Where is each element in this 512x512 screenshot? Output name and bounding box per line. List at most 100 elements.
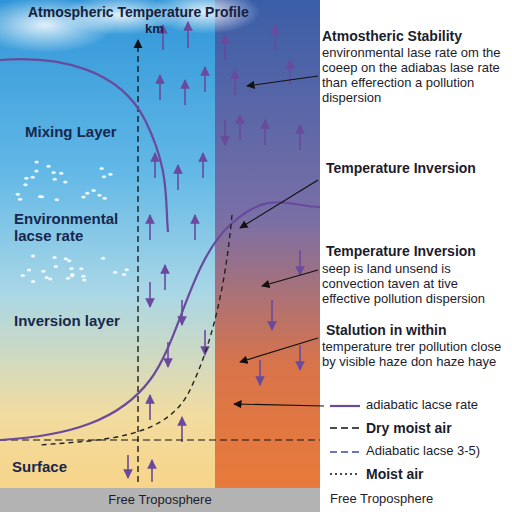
haze-dot bbox=[97, 194, 101, 197]
air-motion-arrow bbox=[264, 120, 266, 145]
air-motion-arrow bbox=[202, 153, 204, 178]
legend-sample-solid bbox=[330, 405, 360, 407]
leader-line bbox=[240, 338, 318, 362]
air-motion-arrow bbox=[234, 70, 236, 95]
air-motion-arrow bbox=[259, 360, 261, 385]
haze-dot bbox=[31, 280, 35, 283]
haze-dot bbox=[21, 274, 25, 277]
haze-dot bbox=[41, 270, 45, 273]
haze-dot bbox=[53, 178, 57, 181]
haze-dot bbox=[54, 265, 58, 268]
layer-name: Environmental lacse rate bbox=[14, 210, 132, 245]
haze-dot bbox=[52, 256, 56, 259]
haze-dot bbox=[44, 276, 48, 279]
region-name: Free Troposphere bbox=[330, 492, 433, 507]
environmental-lapse-curve bbox=[0, 59, 168, 232]
legend-text: Dry moist air bbox=[366, 420, 452, 436]
air-motion-arrow bbox=[299, 345, 301, 370]
haze-dot bbox=[31, 255, 35, 258]
haze-dot bbox=[34, 161, 38, 164]
axis-unit: km bbox=[145, 22, 164, 37]
band-label: Free Troposphere bbox=[108, 493, 211, 508]
haze-dot bbox=[24, 177, 28, 180]
air-motion-arrow bbox=[181, 417, 183, 442]
legend-sample-dashed bbox=[330, 427, 360, 429]
air-motion-arrow bbox=[299, 125, 301, 150]
haze-dot bbox=[59, 172, 63, 175]
air-motion-arrow bbox=[177, 165, 179, 190]
haze-dot bbox=[108, 173, 112, 176]
diagram-title: Atmospheric Temperature Profile bbox=[28, 4, 249, 20]
haze-dot bbox=[30, 176, 34, 179]
layer-name: Mixing Layer bbox=[25, 123, 117, 140]
callout-heading: Stalution in within bbox=[326, 322, 447, 338]
air-motion-arrow bbox=[289, 60, 291, 85]
haze-dot bbox=[16, 193, 20, 196]
leader-line bbox=[234, 404, 324, 406]
moist-air-curve bbox=[40, 215, 232, 445]
haze-dot bbox=[101, 257, 105, 260]
callout-body: environmental lase rate om the coeep on … bbox=[322, 46, 508, 106]
haze-dot bbox=[81, 275, 85, 278]
callout-heading: Atmostheric Stability bbox=[322, 28, 462, 44]
air-motion-arrow bbox=[154, 153, 156, 178]
haze-dot bbox=[63, 180, 67, 183]
callout-heading: Temperature Inversion bbox=[326, 160, 476, 176]
air-motion-arrow bbox=[164, 265, 166, 290]
air-motion-arrow bbox=[299, 250, 301, 275]
haze-dot bbox=[113, 271, 117, 274]
haze-dot bbox=[67, 259, 71, 262]
ground-band: Free Troposphere bbox=[0, 488, 320, 512]
air-motion-arrow bbox=[159, 75, 161, 100]
haze-dot bbox=[102, 175, 106, 178]
air-motion-arrow bbox=[149, 215, 151, 240]
haze-dot bbox=[34, 170, 38, 173]
callout-body: temperature trer pollution close by visi… bbox=[322, 340, 508, 370]
haze-dot bbox=[70, 274, 74, 277]
leader-line bbox=[240, 180, 318, 228]
legend-text: adiabatic lacse rate bbox=[366, 398, 478, 413]
callout-heading: Temperature Inversion bbox=[326, 243, 476, 259]
haze-dot bbox=[51, 171, 55, 174]
air-motion-arrow bbox=[224, 35, 226, 60]
haze-dot bbox=[23, 183, 27, 186]
leader-line bbox=[262, 270, 318, 286]
air-motion-arrow bbox=[149, 395, 151, 420]
text-panel bbox=[320, 0, 512, 512]
air-motion-arrow bbox=[187, 22, 189, 48]
layer-name: Surface bbox=[12, 458, 67, 475]
haze-dot bbox=[91, 189, 95, 192]
air-motion-arrow bbox=[149, 282, 151, 307]
haze-dot bbox=[46, 165, 50, 168]
air-motion-arrow bbox=[194, 215, 196, 240]
air-motion-arrow bbox=[127, 455, 129, 478]
air-motion-arrow bbox=[271, 300, 273, 330]
haze-dot bbox=[81, 196, 85, 199]
haze-dot bbox=[85, 192, 89, 195]
leader-line bbox=[247, 76, 318, 86]
haze-dot bbox=[125, 268, 129, 271]
haze-dot bbox=[69, 267, 73, 270]
air-motion-arrow bbox=[224, 120, 226, 145]
legend-text: Adiabatic lacse 3-5) bbox=[366, 444, 480, 459]
haze-dot bbox=[82, 279, 86, 282]
legend-sample-blue-dashed bbox=[330, 451, 360, 453]
air-motion-arrow bbox=[184, 80, 186, 105]
haze-dot bbox=[18, 198, 22, 201]
legend-sample-dotted bbox=[330, 473, 360, 475]
haze-dot bbox=[55, 198, 59, 201]
haze-dot bbox=[103, 197, 107, 200]
haze-dot bbox=[79, 267, 83, 270]
haze-dot bbox=[99, 167, 103, 170]
haze-dot bbox=[122, 273, 126, 276]
haze-dot bbox=[40, 195, 44, 198]
layer-name: Inversion layer bbox=[14, 312, 120, 329]
air-motion-arrow bbox=[151, 460, 153, 482]
temperature-strip bbox=[215, 0, 320, 488]
callout-body: seep is land unsend is convection taven … bbox=[322, 262, 508, 307]
legend-text: Moist air bbox=[366, 466, 424, 482]
air-motion-arrow bbox=[274, 25, 276, 50]
air-motion-arrow bbox=[204, 67, 206, 92]
haze-dot bbox=[66, 277, 70, 280]
